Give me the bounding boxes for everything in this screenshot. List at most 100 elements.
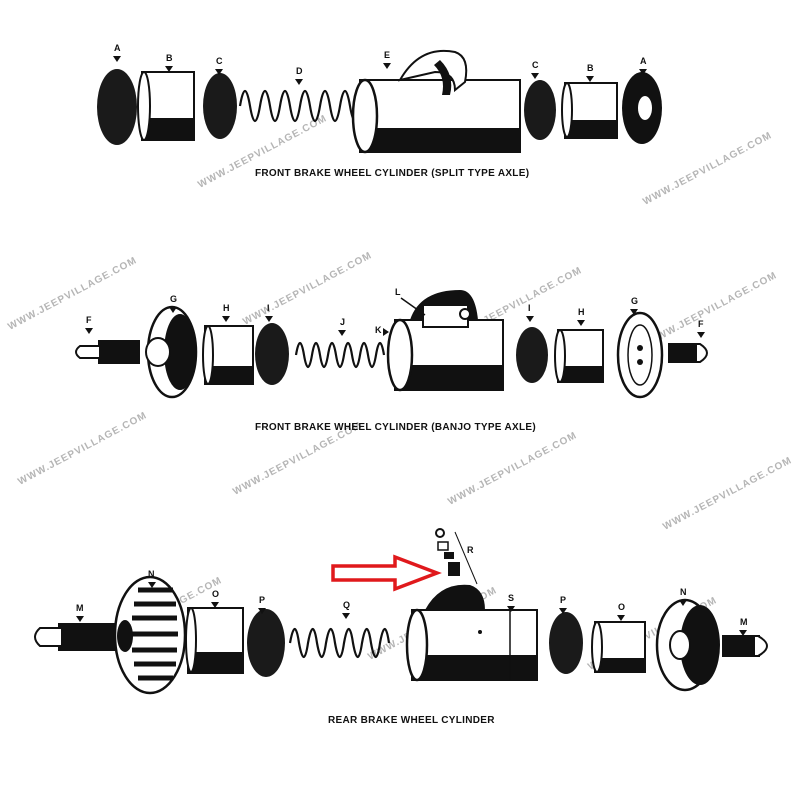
- label-pointer: [169, 307, 177, 313]
- cylinder-body-s: [405, 584, 538, 682]
- label-pointer: [577, 320, 585, 326]
- bleeder-r: [435, 528, 478, 585]
- label-pointer: [76, 616, 84, 622]
- watermark: WWW.JEEPVILLAGE.COM: [6, 255, 139, 333]
- label-c-right: C: [532, 60, 539, 70]
- label-pointer: [165, 66, 173, 72]
- label-pointer: [586, 76, 594, 82]
- label-a-right: A: [640, 56, 647, 66]
- piston-b-left: [137, 71, 195, 141]
- label-g-right: G: [631, 296, 638, 306]
- label-d: D: [296, 66, 303, 76]
- label-pointer: [85, 328, 93, 334]
- label-f-right: F: [698, 319, 704, 329]
- cup-i-left: [255, 323, 289, 385]
- label-b-left: B: [166, 53, 173, 63]
- label-pointer: [295, 79, 303, 85]
- label-a-left: A: [114, 43, 121, 53]
- label-pointer: [697, 332, 705, 338]
- label-l: L: [395, 287, 401, 297]
- screw-m-left: [34, 623, 120, 651]
- label-j: J: [340, 317, 345, 327]
- label-pointer: [531, 73, 539, 79]
- watermark: WWW.JEEPVILLAGE.COM: [641, 130, 774, 208]
- piston-b-right: [561, 82, 618, 139]
- cup-p-left: [247, 609, 285, 677]
- spring-q: [288, 627, 391, 659]
- piston-o-left: [185, 607, 244, 674]
- label-e: E: [384, 50, 390, 60]
- cylinder-body-e: [351, 49, 521, 154]
- label-g-left: G: [170, 294, 177, 304]
- front-banjo-assembly: F G H I J K L I H G F FRONT BRAKE WHEEL …: [75, 287, 708, 433]
- watermark: WWW.JEEPVILLAGE.COM: [446, 430, 579, 508]
- label-pointer: [526, 316, 534, 322]
- label-pointer: [559, 608, 567, 614]
- spring-j: [294, 341, 386, 369]
- label-i-left: I: [267, 303, 270, 313]
- label-pointer: [639, 69, 647, 75]
- screw-m-right: [722, 635, 768, 657]
- label-pointer: [383, 63, 391, 69]
- boot-a-left: [97, 69, 137, 145]
- cup-p-right: [549, 612, 583, 674]
- label-o-left: O: [212, 589, 219, 599]
- label-c-left: C: [216, 56, 223, 66]
- adjuster-g-right: [616, 311, 664, 399]
- caption-rear: REAR BRAKE WHEEL CYLINDER: [328, 715, 495, 726]
- adjuster-n-left: [113, 575, 187, 695]
- screw-f-left: [75, 340, 140, 364]
- cup-i-right: [516, 327, 548, 383]
- label-q: Q: [343, 600, 350, 610]
- spring-d: [238, 89, 362, 123]
- label-m-right: M: [740, 617, 748, 627]
- watermark: WWW.JEEPVILLAGE.COM: [646, 270, 779, 348]
- screw-f-right: [668, 343, 708, 363]
- highlight-arrow: [331, 554, 442, 592]
- adjuster-g-left: [145, 305, 198, 399]
- label-pointer: [630, 309, 638, 315]
- label-o-right: O: [618, 602, 625, 612]
- label-h-left: H: [223, 303, 230, 313]
- label-p-right: P: [560, 595, 566, 605]
- label-k: K: [375, 325, 382, 335]
- rear-assembly: M N O P Q R S P O N M REAR BRAKE WHEEL C…: [34, 528, 768, 726]
- label-r: R: [467, 545, 474, 555]
- piston-h-left: [202, 325, 254, 385]
- piston-h-right: [554, 329, 604, 383]
- piston-o-right: [591, 621, 646, 673]
- label-pointer: [222, 316, 230, 322]
- label-m-left: M: [76, 603, 84, 613]
- label-pointer: [679, 600, 687, 606]
- cup-c-left: [203, 73, 237, 139]
- label-pointer: [113, 56, 121, 62]
- label-leader: [400, 297, 426, 316]
- label-pointer: [338, 330, 346, 336]
- label-pointer: [148, 582, 156, 588]
- label-pointer: [215, 69, 223, 75]
- label-pointer: [507, 606, 515, 612]
- cup-c-right: [524, 80, 556, 140]
- label-pointer: [617, 615, 625, 621]
- front-split-assembly: A B C D E C B A FRONT BRAKE WHEEL CYLIND…: [97, 43, 662, 179]
- label-pointer: [342, 613, 350, 619]
- boot-a-right: [622, 72, 662, 144]
- label-i-right: I: [528, 303, 531, 313]
- label-n-right: N: [680, 587, 687, 597]
- label-pointer: [211, 602, 219, 608]
- watermark: WWW.JEEPVILLAGE.COM: [16, 410, 149, 488]
- label-p-left: P: [259, 595, 265, 605]
- label-pointer: [265, 316, 273, 322]
- cylinder-body-banjo: [386, 290, 504, 392]
- label-f-left: F: [86, 315, 92, 325]
- adjuster-n-right: [655, 598, 720, 692]
- label-h-right: H: [578, 307, 585, 317]
- label-pointer: [739, 630, 747, 636]
- watermark: WWW.JEEPVILLAGE.COM: [241, 250, 374, 328]
- label-b-right: B: [587, 63, 594, 73]
- label-n-left: N: [148, 569, 155, 579]
- caption-front-banjo: FRONT BRAKE WHEEL CYLINDER (BANJO TYPE A…: [255, 422, 536, 433]
- watermark: WWW.JEEPVILLAGE.COM: [661, 455, 794, 533]
- label-pointer: [383, 328, 389, 336]
